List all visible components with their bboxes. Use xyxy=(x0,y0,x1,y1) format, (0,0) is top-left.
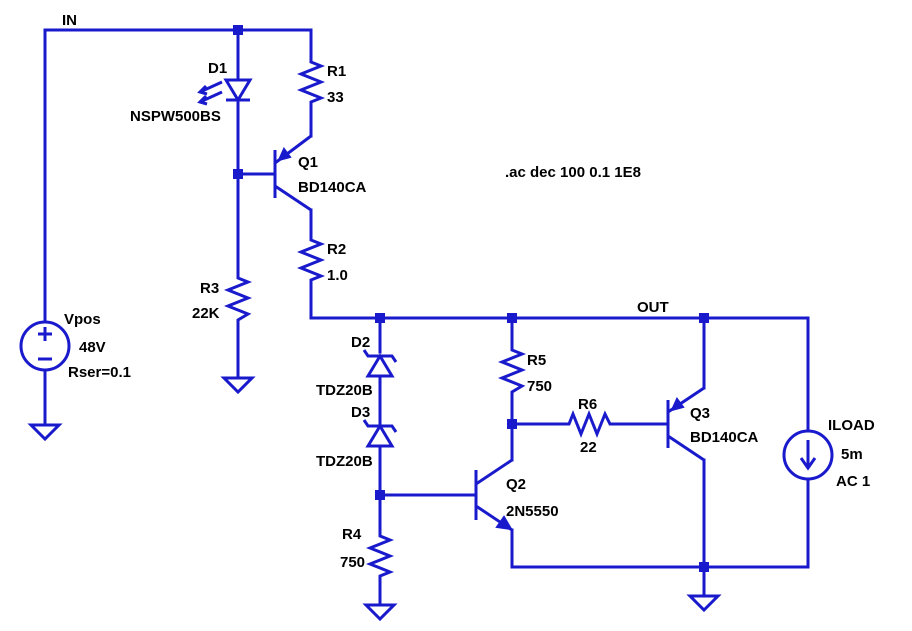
vpos-extra: Rser=0.1 xyxy=(68,364,131,381)
q3-value: BD140CA xyxy=(690,429,759,446)
iload-circle xyxy=(782,429,834,481)
r5-ref: R5 xyxy=(527,352,546,369)
d1-ref: D1 xyxy=(208,60,227,77)
vpos-ref: Vpos xyxy=(64,311,101,328)
q2-arrow xyxy=(495,515,513,531)
r1-ref: R1 xyxy=(327,63,346,80)
net-label-in: IN xyxy=(62,12,77,29)
junctions xyxy=(233,25,709,572)
d3-ref: D3 xyxy=(351,404,370,421)
ground-q3-icon xyxy=(686,594,722,613)
q2-collector xyxy=(475,458,513,486)
d3-triangle xyxy=(365,423,395,448)
r6-ref: R6 xyxy=(578,396,597,413)
net-label-out: OUT xyxy=(637,299,669,316)
r6-value: 22 xyxy=(580,439,597,456)
d1-arrowhead-1 xyxy=(197,94,208,106)
ground-vpos-icon xyxy=(27,423,63,442)
r2-ref: R2 xyxy=(327,241,346,258)
d2-zener xyxy=(362,349,398,378)
d3-zener xyxy=(362,419,398,448)
junction-out-q3 xyxy=(699,313,709,323)
d1-led xyxy=(197,78,253,106)
iload-extra: AC 1 xyxy=(836,473,870,490)
d1-arrowhead-2 xyxy=(197,84,208,96)
junction-out-r5 xyxy=(507,313,517,323)
q3-transistor xyxy=(666,386,705,462)
wire-in-top xyxy=(236,28,313,58)
wire-out-rail xyxy=(309,284,810,432)
wire-in-left xyxy=(43,28,240,320)
r5-resistor xyxy=(497,344,527,398)
r4-value: 750 xyxy=(340,554,365,571)
q1-collector xyxy=(274,184,312,212)
vpos-voltage-source xyxy=(19,316,71,372)
r1-resistor xyxy=(296,56,326,110)
d3-bar xyxy=(362,419,398,433)
q2-value: 2N5550 xyxy=(506,503,559,520)
iload-current-source xyxy=(782,429,834,481)
ground-r4-icon xyxy=(362,603,398,622)
q1-transistor xyxy=(273,134,312,212)
junction-in xyxy=(233,25,243,35)
labels: IN OUT .ac dec 100 0.1 1E8 D1 NSPW500BS … xyxy=(62,12,875,571)
q3-arrow xyxy=(670,397,685,412)
r1-value: 33 xyxy=(327,89,344,106)
d2-bar xyxy=(362,349,398,363)
d2-value: TDZ20B xyxy=(316,382,373,399)
r4-resistor xyxy=(365,530,395,580)
d2-triangle xyxy=(365,353,395,378)
q1-arrow xyxy=(277,147,292,162)
r3-value: 22K xyxy=(192,305,220,322)
vpos-circle xyxy=(19,320,71,372)
r2-resistor xyxy=(296,234,326,286)
q1-value: BD140CA xyxy=(298,179,367,196)
d2-ref: D2 xyxy=(351,334,370,351)
junction-gnd-rail xyxy=(699,562,709,572)
junction-r5-r6 xyxy=(507,419,517,429)
iload-arrow-head xyxy=(799,457,817,471)
d1-triangle xyxy=(223,78,253,103)
q2-transistor xyxy=(474,458,513,532)
junction-out-d2 xyxy=(375,313,385,323)
junction-q2-base xyxy=(375,490,385,500)
wire-iload-bottom xyxy=(510,478,810,569)
r6-resistor xyxy=(563,409,616,439)
q3-ref: Q3 xyxy=(690,405,710,422)
q1-ref: Q1 xyxy=(298,154,318,171)
r4-ref: R4 xyxy=(342,526,362,543)
r3-ref: R3 xyxy=(200,280,219,297)
vpos-value: 48V xyxy=(79,339,106,356)
iload-value: 5m xyxy=(841,446,863,463)
ground-r3-icon xyxy=(220,376,256,395)
spice-directive: .ac dec 100 0.1 1E8 xyxy=(505,164,641,181)
r2-value: 1.0 xyxy=(327,267,348,284)
r5-value: 750 xyxy=(527,378,552,395)
d3-value: TDZ20B xyxy=(316,453,373,470)
iload-ref: ILOAD xyxy=(828,417,875,434)
wires xyxy=(43,28,810,607)
q3-collector xyxy=(667,434,705,462)
junction-q1-base xyxy=(233,169,243,179)
q2-ref: Q2 xyxy=(506,476,526,493)
d1-value: NSPW500BS xyxy=(130,108,221,125)
r3-resistor xyxy=(223,270,253,332)
